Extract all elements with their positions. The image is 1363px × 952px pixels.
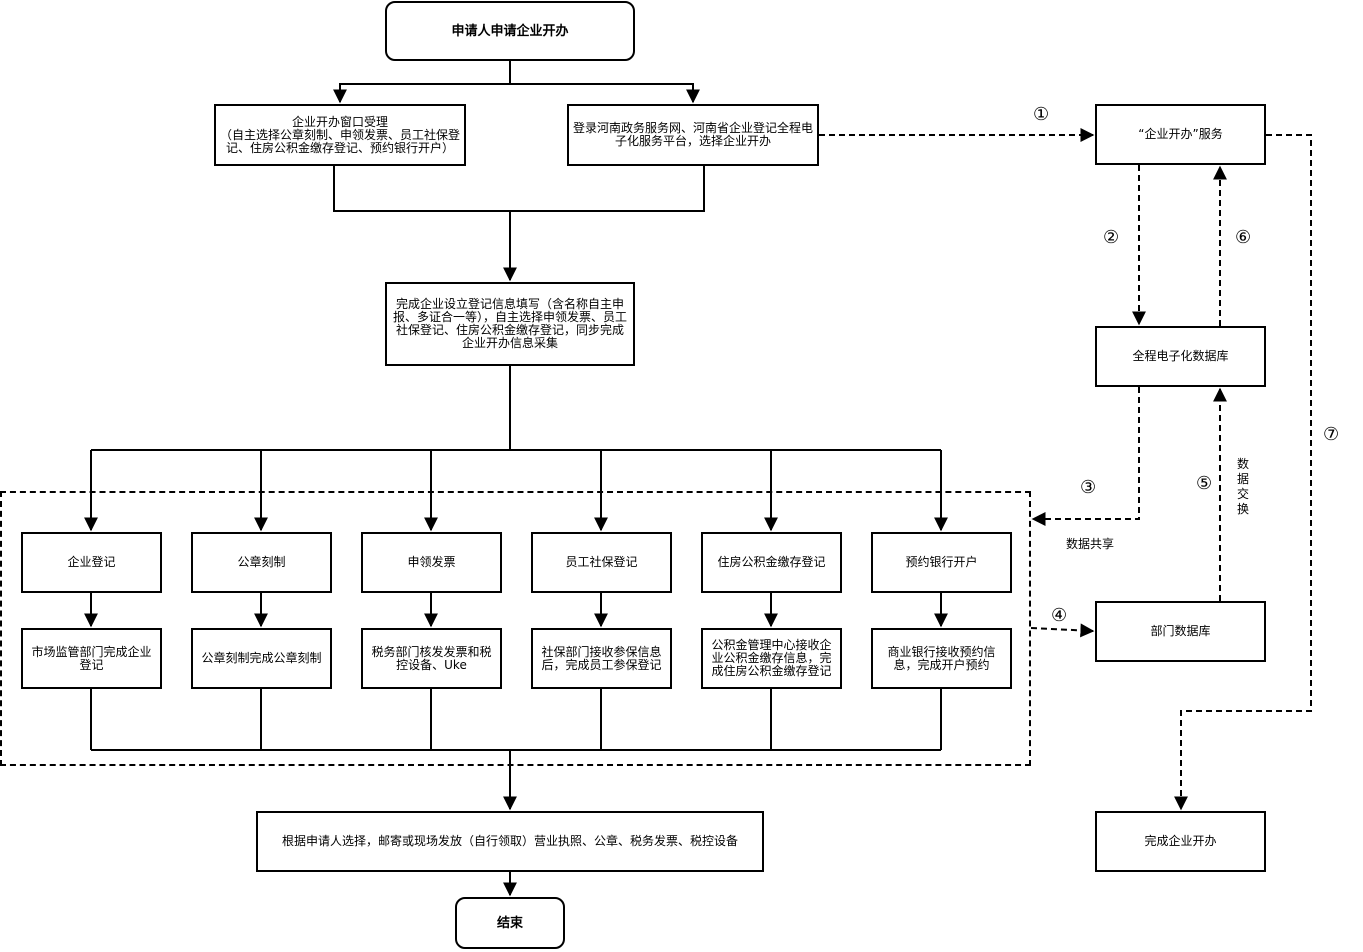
step-label-2: ② [1103, 227, 1120, 248]
item-result-social-insurance: 社保部门接收参保信息后，完成员工参保登记 [531, 628, 672, 689]
step-label-6: ⑥ [1235, 227, 1252, 248]
step-label-3: ③ [1080, 477, 1097, 498]
item-result-invoice-application: 税务部门核发发票和税控设备、Uke [361, 628, 502, 689]
dashed-connectors [819, 128, 1312, 811]
connector-start-to-online [510, 83, 700, 104]
connector-start-to-window [333, 83, 510, 104]
start-node: 申请人申请企业开办 [385, 1, 635, 61]
window-acceptance-node: 企业开办窗口受理 （自主选择公章刻制、申领发票、员工社保登记、住房公积金缴存登记… [214, 104, 466, 166]
deliver-node: 根据申请人选择，邮寄或现场发放（自行领取）营业执照、公章、税务发票、税控设备 [256, 811, 764, 872]
online-login-node: 登录河南政务服务网、河南省企业登记全程电子化服务平台，选择企业开办 [567, 104, 819, 166]
connector-region-to-deptdb [1030, 623, 1095, 638]
end-node: 结束 [455, 897, 565, 949]
item-result-seal-engraving: 公章刻制完成公章刻制 [191, 628, 332, 689]
solid-connectors [84, 61, 948, 897]
department-database-node: 部门数据库 [1095, 601, 1266, 662]
data-share-label: 数据共享 [1066, 537, 1115, 551]
step-label-5: ⑤ [1196, 473, 1213, 494]
data-exchange-label: 数据交换 [1237, 457, 1250, 516]
service-node: “企业开办”服务 [1095, 104, 1266, 165]
step-label-7: ⑦ [1323, 424, 1340, 445]
item-title-social-insurance: 员工社保登记 [531, 532, 672, 593]
step-label-1: ① [1033, 104, 1050, 125]
item-title-housing-fund: 住房公积金缴存登记 [701, 532, 842, 593]
fill-info-node: 完成企业设立登记信息填写（含名称自主申报、多证合一等），自主选择申领发票、员工社… [385, 282, 635, 366]
item-result-bank-account: 商业银行接收预约信息，完成开户预约 [871, 628, 1012, 689]
item-title-bank-account: 预约银行开户 [871, 532, 1012, 593]
complete-node: 完成企业开办 [1095, 811, 1266, 872]
parallel-tasks-region [0, 491, 1031, 766]
item-result-housing-fund: 公积金管理中心接收企业公积金缴存信息，完成住房公积金缴存登记 [701, 628, 842, 689]
connector-merge [333, 166, 705, 212]
step-label-4: ④ [1051, 605, 1068, 626]
connector-database-to-region [1031, 387, 1140, 526]
item-result-enterprise-registration: 市场监管部门完成企业登记 [21, 628, 162, 689]
e-database-node: 全程电子化数据库 [1095, 326, 1266, 387]
item-title-invoice-application: 申领发票 [361, 532, 502, 593]
item-title-seal-engraving: 公章刻制 [191, 532, 332, 593]
connector-service-to-complete [1174, 134, 1312, 811]
item-title-enterprise-registration: 企业登记 [21, 532, 162, 593]
